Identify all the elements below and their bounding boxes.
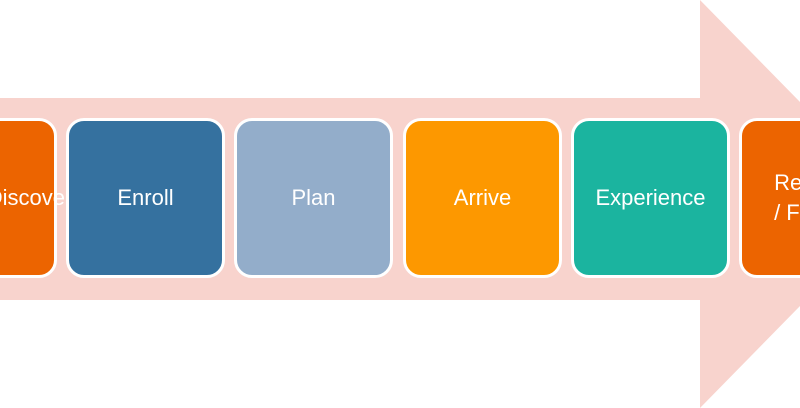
step-label: Experience: [595, 185, 706, 210]
step-enroll: Enroll: [66, 118, 225, 278]
step-plan: Plan: [234, 118, 393, 278]
step-discover: Discover: [0, 118, 72, 278]
step-label: Arrive: [453, 185, 512, 210]
step-arrive: Arrive: [403, 118, 562, 278]
step-experience: Experience: [571, 118, 730, 278]
step-remember-feedback: Remember / Feedback: [739, 118, 800, 278]
step-label: Enroll: [117, 185, 174, 210]
step-label: Discover: [0, 185, 73, 210]
step-label: Remember / Feedback: [774, 170, 800, 225]
step-label: Plan: [291, 185, 336, 210]
